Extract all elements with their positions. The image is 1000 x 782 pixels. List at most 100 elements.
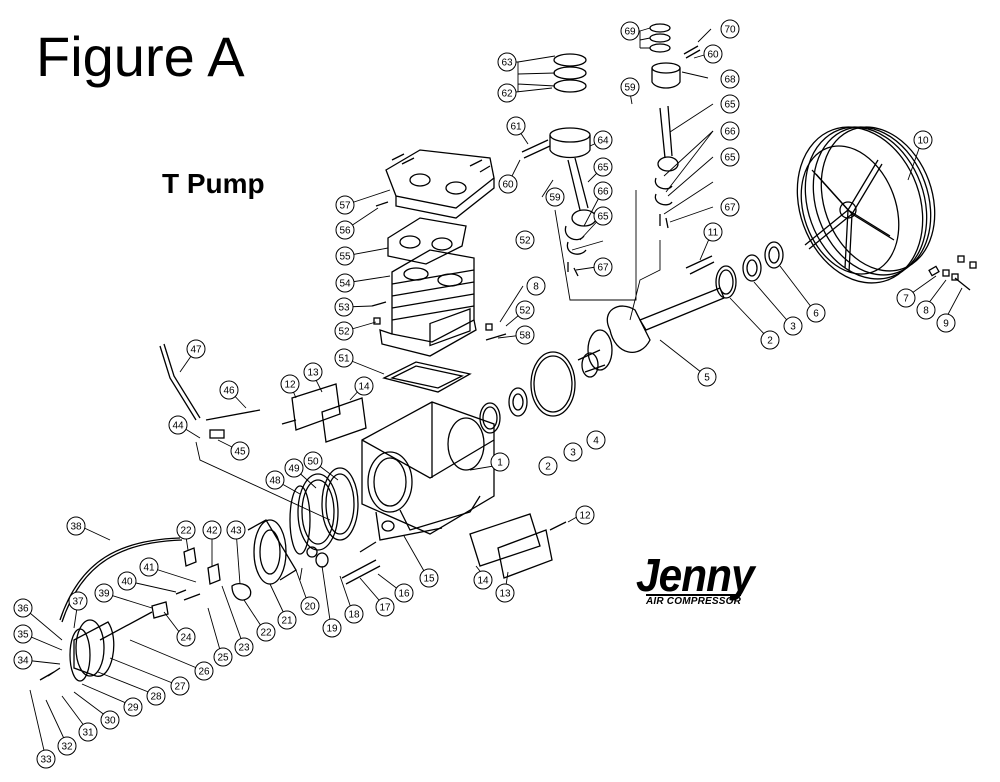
callout-70: 70 <box>720 19 740 39</box>
callout-number: 16 <box>398 589 410 600</box>
callout-number: 30 <box>104 716 116 727</box>
figure-subtitle: T Pump <box>162 168 265 199</box>
callout-3: 3 <box>563 442 583 462</box>
callout-circle <box>720 69 740 89</box>
callout-circle <box>170 676 190 696</box>
callout-number: 56 <box>339 226 351 237</box>
callout-circle <box>586 430 606 450</box>
callout-number: 4 <box>593 436 599 447</box>
callout-33: 33 <box>36 749 56 769</box>
callout-circle <box>419 568 439 588</box>
brand-tagline: AIR COMPRESSOR <box>646 594 742 607</box>
callout-circle <box>354 376 374 396</box>
oil-parts <box>306 520 395 585</box>
callout-number: 12 <box>284 380 296 391</box>
callout-circle <box>760 330 780 350</box>
callout-number: 43 <box>230 526 242 537</box>
side-cover-right <box>469 513 553 579</box>
head-bolts <box>281 201 567 531</box>
callout-circle <box>284 458 304 478</box>
callout-8: 8 <box>916 300 936 320</box>
callout-56: 56 <box>335 220 355 240</box>
piston-rod-assembly-right <box>649 23 701 229</box>
callout-number: 59 <box>624 83 636 94</box>
cylinder-block <box>379 249 477 357</box>
callout-49: 49 <box>284 458 304 478</box>
callout-9: 9 <box>936 313 956 333</box>
callout-circle <box>36 749 56 769</box>
callout-number: 37 <box>72 597 84 608</box>
callout-31: 31 <box>78 722 98 742</box>
callout-number: 13 <box>307 368 319 379</box>
crank-bearing-right <box>685 241 784 299</box>
callout-63: 63 <box>497 52 517 72</box>
callout-circle <box>575 505 595 525</box>
callout-circle <box>335 195 355 215</box>
figure-title: Figure A <box>36 25 245 88</box>
callout-number: 49 <box>288 464 300 475</box>
callout-circle <box>497 52 517 72</box>
callout-32: 32 <box>57 736 77 756</box>
callout-circle <box>473 570 493 590</box>
callout-circle <box>280 374 300 394</box>
callout-42: 42 <box>202 520 222 540</box>
callout-number: 62 <box>501 89 513 100</box>
callout-59: 59 <box>545 187 565 207</box>
callout-circle <box>490 452 510 472</box>
callout-circle <box>176 627 196 647</box>
callout-circle <box>515 230 535 250</box>
callout-number: 55 <box>339 252 351 263</box>
callout-circle <box>303 362 323 382</box>
callout-number: 31 <box>82 728 94 739</box>
callout-number: 36 <box>17 604 29 615</box>
callout-circle <box>394 583 414 603</box>
callout-circle <box>123 697 143 717</box>
callout-number: 12 <box>579 511 591 522</box>
callout-15: 15 <box>419 568 439 588</box>
callout-circle <box>593 181 613 201</box>
callout-number: 2 <box>767 336 773 347</box>
callout-circle <box>186 339 206 359</box>
callout-number: 70 <box>724 25 736 36</box>
callout-number: 9 <box>943 319 949 330</box>
callout-45: 45 <box>230 441 250 461</box>
callout-60: 60 <box>498 174 518 194</box>
callout-number: 64 <box>597 136 609 147</box>
callout-number: 15 <box>423 574 435 585</box>
callout-1: 1 <box>490 452 510 472</box>
callout-number: 34 <box>17 656 29 667</box>
callout-number: 20 <box>304 602 316 613</box>
callout-2: 2 <box>538 456 558 476</box>
callout-circle <box>783 316 803 336</box>
callout-44: 44 <box>168 415 188 435</box>
callout-35: 35 <box>13 624 33 644</box>
callout-circle <box>515 300 535 320</box>
callout-circle <box>13 650 33 670</box>
callout-circle <box>515 325 535 345</box>
callout-66: 66 <box>593 181 613 201</box>
callout-circle <box>720 121 740 141</box>
callout-circle <box>720 94 740 114</box>
callout-circle <box>620 21 640 41</box>
callout-number: 47 <box>190 345 202 356</box>
callout-number: 3 <box>790 322 796 333</box>
callout-circle <box>117 571 137 591</box>
callout-6: 6 <box>806 303 826 323</box>
callout-circle <box>538 456 558 476</box>
callout-50: 50 <box>303 451 323 471</box>
callout-circle <box>495 583 515 603</box>
callout-number: 7 <box>903 294 909 305</box>
callout-number: 65 <box>724 100 736 111</box>
callout-22: 22 <box>256 622 276 642</box>
callout-51: 51 <box>334 348 354 368</box>
callout-18: 18 <box>344 604 364 624</box>
callout-number: 23 <box>238 643 250 654</box>
callout-circle <box>344 604 364 624</box>
callout-66: 66 <box>720 121 740 141</box>
callout-8: 8 <box>526 276 546 296</box>
callout-number: 63 <box>501 58 513 69</box>
callout-circle <box>234 637 254 657</box>
callout-circle <box>697 367 717 387</box>
callout-number: 24 <box>180 633 192 644</box>
